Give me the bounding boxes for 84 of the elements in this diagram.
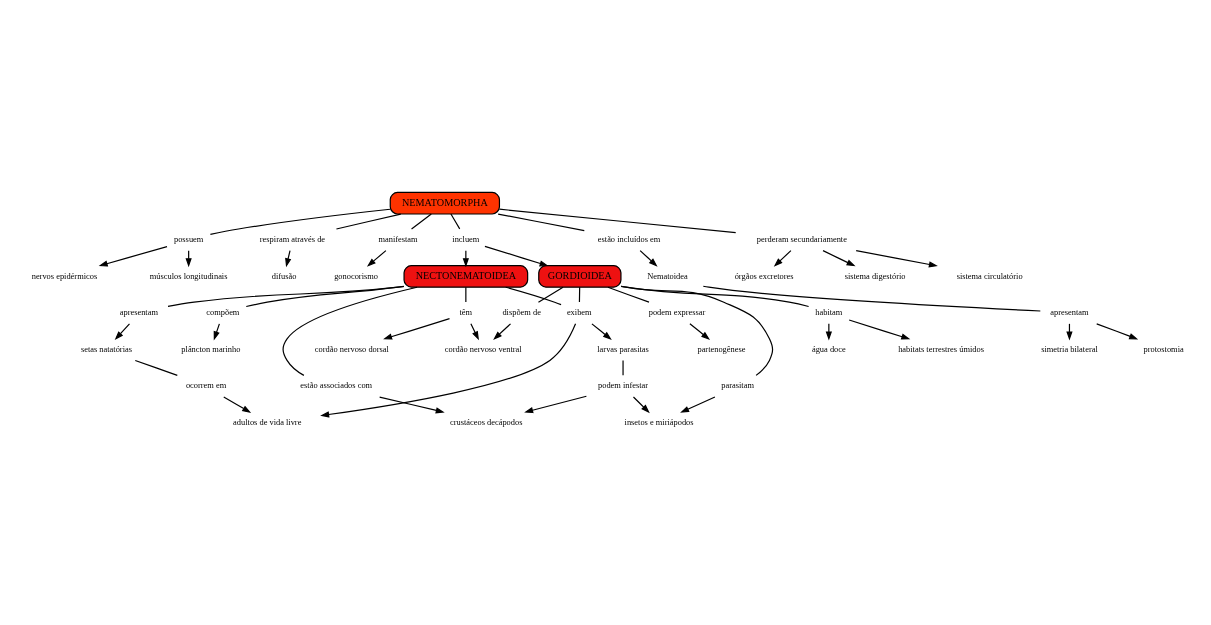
node-text: sistema digestório [844, 271, 906, 281]
node-text: apresentam [1050, 307, 1089, 317]
node-text: estão associados com [300, 380, 373, 390]
node-text: perderam secundariamente [756, 234, 847, 244]
node-text: habitats terrestres úmidos [898, 344, 984, 354]
connector [450, 212, 461, 229]
node-text: têm [459, 307, 473, 317]
node-text: órgãos excretores [734, 271, 794, 281]
node-text: habitam [815, 307, 843, 317]
arrow [484, 245, 549, 266]
node-text: exibem [566, 307, 592, 317]
node-text: protostomia [1143, 344, 1184, 354]
connector [134, 359, 178, 376]
arrow [493, 322, 512, 340]
arrow [114, 322, 131, 340]
arrow [689, 322, 711, 340]
node-text: água doce [811, 344, 846, 354]
arrow [591, 322, 612, 340]
node-text: crustáceos decápodos [450, 417, 523, 427]
node-box: NEMATOMORPHA [389, 191, 501, 215]
node-text: dispõem de [502, 307, 541, 317]
node-box: GORDIOIDEA [538, 264, 622, 288]
arrow [822, 249, 856, 266]
connector [620, 285, 774, 376]
node-text: parasitam [721, 380, 754, 390]
arrow [462, 249, 469, 267]
node-text: apresentam [119, 307, 158, 317]
node-text: difusão [271, 271, 297, 281]
connector [465, 286, 467, 303]
node-text: setas natatórias [80, 344, 132, 354]
node-box: NECTONEMATOIDEA [403, 264, 529, 288]
node-text: Nematoidea [647, 271, 688, 281]
node-text: simetria bilateral [1041, 344, 1098, 354]
arrow [98, 245, 168, 267]
arrow [848, 318, 911, 340]
arrow [639, 249, 658, 267]
node-text: incluem [452, 234, 480, 244]
arrow [1096, 322, 1139, 339]
node-text: nervos epidérmicos [31, 271, 98, 281]
node-text: gonocorismo [334, 271, 378, 281]
node-text: insetos e miriápodos [624, 417, 694, 427]
connector [209, 208, 391, 235]
connector [498, 208, 737, 233]
arrow [524, 395, 587, 413]
arrow [383, 317, 451, 340]
node-text: adultos de vida livre [233, 417, 302, 427]
arrow [470, 322, 479, 340]
node-text: sistema circulatório [956, 271, 1023, 281]
connector [537, 286, 564, 303]
arrow [680, 395, 716, 413]
node-text: podem infestar [598, 380, 649, 390]
arrow [632, 395, 650, 413]
node-text: respiram através de [259, 234, 326, 244]
arrow [285, 249, 292, 267]
node-text: cordão nervoso dorsal [314, 344, 389, 354]
connector [620, 285, 810, 307]
arrow [223, 395, 252, 413]
connector [245, 285, 405, 307]
node-text: estão incluídos em [597, 234, 661, 244]
arrow [773, 249, 792, 267]
node-text: compõem [206, 307, 240, 317]
node-text: podem expressar [648, 307, 706, 317]
node-text: partenogênese [697, 344, 746, 354]
arrow [366, 249, 387, 267]
connector [497, 212, 585, 231]
connector [335, 212, 402, 230]
connector [410, 212, 432, 230]
node-text: plâncton marinho [181, 344, 241, 354]
connector [505, 286, 562, 305]
node-text: músculos longitudinais [149, 271, 228, 281]
node-text: manifestam [378, 234, 418, 244]
arrow [213, 322, 220, 340]
arrow [379, 395, 445, 413]
connector [282, 286, 418, 376]
node-text: cordão nervoso ventral [444, 344, 522, 354]
node-text: ocorrem em [185, 380, 227, 390]
connector [167, 285, 405, 307]
node-text: larvas parasitas [597, 344, 649, 354]
arrow [320, 322, 577, 418]
arrow [855, 249, 938, 267]
arrow [825, 322, 832, 340]
connector [607, 286, 650, 303]
node-text: possuem [173, 234, 204, 244]
connector [702, 285, 1041, 312]
